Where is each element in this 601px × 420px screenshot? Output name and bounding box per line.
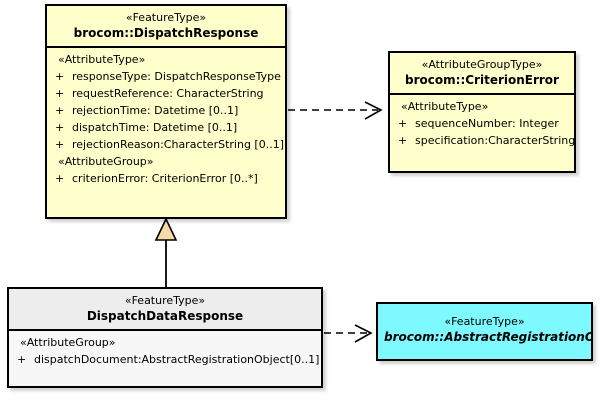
class-box-dispatch-data-response[interactable]: «FeatureType» DispatchDataResponse «Attr… bbox=[7, 287, 323, 388]
class-name: brocom::AbstractRegistrationObject bbox=[384, 330, 593, 344]
attribute-text: requestReference: CharacterString bbox=[72, 87, 264, 100]
attribute-visibility: + bbox=[55, 121, 65, 134]
attribute-text: sequenceNumber: Integer bbox=[415, 117, 559, 130]
generalization-dispatchdataresponse-to-dispatchresponse[interactable] bbox=[154, 217, 178, 288]
attribute-visibility: + bbox=[55, 104, 65, 117]
attribute-visibility: + bbox=[55, 87, 65, 100]
class-box-criterion-error[interactable]: «AttributeGroupType» brocom::CriterionEr… bbox=[388, 51, 576, 173]
class-attributes-compartment-criterion-error: «AttributeType» + sequenceNumber: Intege… bbox=[390, 95, 574, 152]
class-name: brocom::CriterionError bbox=[405, 73, 559, 87]
attribute-row[interactable]: + criterionError: CriterionError [0..*] bbox=[53, 170, 281, 187]
attribute-row[interactable]: + sequenceNumber: Integer bbox=[396, 115, 570, 132]
attribute-visibility: + bbox=[55, 172, 65, 185]
attribute-visibility: + bbox=[398, 117, 408, 130]
attribute-text: rejectionReason:CharacterString [0..1] bbox=[72, 138, 284, 151]
attribute-row[interactable]: + responseType: DispatchResponseType bbox=[53, 68, 281, 85]
attribute-text: dispatchDocument:AbstractRegistrationObj… bbox=[34, 353, 320, 366]
dependency-dispatchresponse-to-criterionerror[interactable] bbox=[288, 101, 383, 120]
class-box-abstract-registration-object[interactable]: «FeatureType» brocom::AbstractRegistrati… bbox=[376, 302, 593, 361]
attribute-visibility: + bbox=[55, 70, 65, 83]
attribute-visibility: + bbox=[398, 134, 408, 147]
class-stereotype: «FeatureType» bbox=[444, 315, 525, 328]
attribute-row[interactable]: + specification:CharacterString bbox=[396, 132, 574, 149]
hollow-triangle-arrowhead bbox=[154, 217, 178, 241]
class-attributes-compartment-dispatch-response: «AttributeType» + responseType: Dispatch… bbox=[47, 48, 285, 190]
class-name: brocom::DispatchResponse bbox=[73, 26, 259, 40]
attribute-group-label: «AttributeType» bbox=[401, 100, 489, 113]
attribute-row[interactable]: + dispatchTime: Datetime [0..1] bbox=[53, 119, 281, 136]
attribute-group-label: «AttributeGroup» bbox=[58, 155, 154, 168]
attribute-text: dispatchTime: Datetime [0..1] bbox=[72, 121, 238, 134]
attribute-text: specification:CharacterString bbox=[415, 134, 576, 147]
class-box-dispatch-response[interactable]: «FeatureType» brocom::DispatchResponse «… bbox=[45, 4, 287, 219]
class-stereotype: «FeatureType» bbox=[124, 294, 206, 307]
class-header-criterion-error: «AttributeGroupType» brocom::CriterionEr… bbox=[390, 53, 574, 95]
class-stereotype: «FeatureType» bbox=[125, 11, 207, 24]
attribute-text: rejectionTime: Datetime [0..1] bbox=[72, 104, 239, 117]
dependency-dispatchdataresponse-to-abstractregistrationobject[interactable] bbox=[324, 324, 373, 343]
class-name: DispatchDataResponse bbox=[86, 309, 244, 323]
attribute-visibility: + bbox=[17, 353, 27, 366]
attribute-row[interactable]: + rejectionTime: Datetime [0..1] bbox=[53, 102, 281, 119]
attribute-text: criterionError: CriterionError [0..*] bbox=[72, 172, 258, 185]
attribute-visibility: + bbox=[55, 138, 65, 151]
class-header-dispatch-data-response: «FeatureType» DispatchDataResponse bbox=[9, 289, 321, 331]
attribute-text: responseType: DispatchResponseType bbox=[72, 70, 281, 83]
attribute-group-label: «AttributeType» bbox=[58, 53, 146, 66]
open-arrowhead bbox=[354, 324, 373, 343]
class-attributes-compartment-dispatch-data-response: «AttributeGroup» + dispatchDocument:Abst… bbox=[9, 331, 321, 371]
class-header-abstract-registration-object: «FeatureType» brocom::AbstractRegistrati… bbox=[378, 304, 591, 350]
attribute-row[interactable]: + rejectionReason:CharacterString [0..1] bbox=[53, 136, 284, 153]
class-stereotype: «AttributeGroupType» bbox=[421, 58, 543, 71]
open-arrowhead bbox=[364, 101, 383, 120]
class-header-dispatch-response: «FeatureType» brocom::DispatchResponse bbox=[47, 6, 285, 48]
attribute-group-label: «AttributeGroup» bbox=[20, 336, 116, 349]
attribute-row[interactable]: + dispatchDocument:AbstractRegistrationO… bbox=[15, 351, 320, 368]
attribute-row[interactable]: + requestReference: CharacterString bbox=[53, 85, 281, 102]
